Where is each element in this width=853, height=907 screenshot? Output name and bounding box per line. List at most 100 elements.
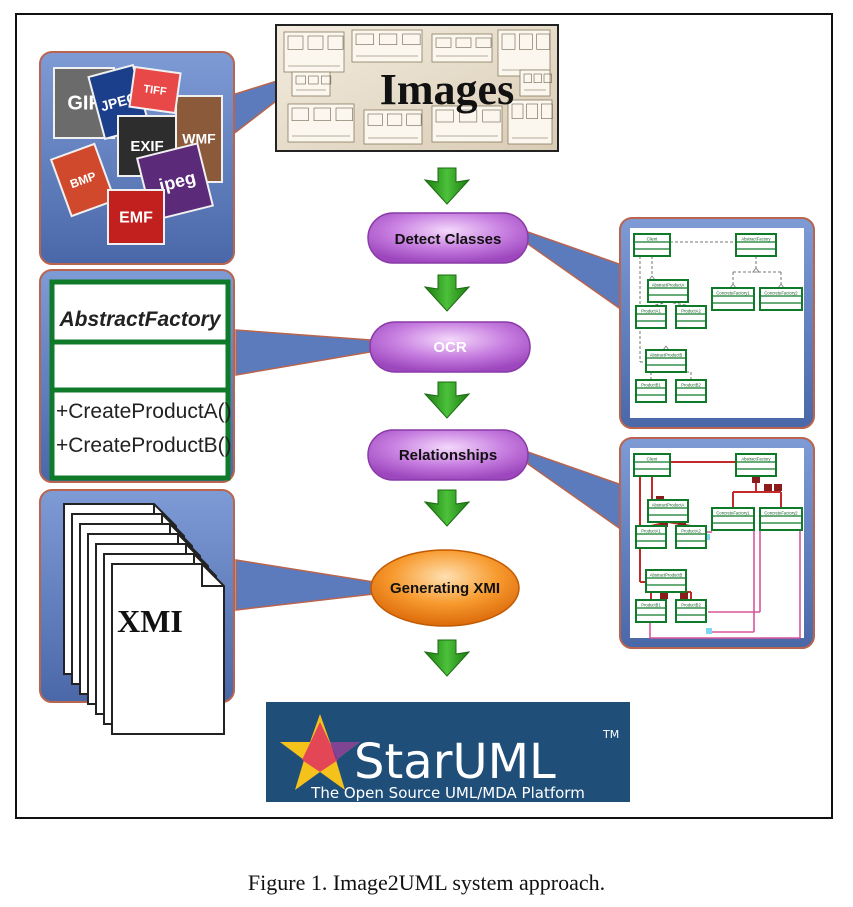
step-ocr-label: OCR [433, 339, 467, 356]
staruml-name: StarUML [354, 734, 556, 790]
uml-class-box [711, 507, 755, 531]
thumbnail-class-box [523, 73, 532, 83]
thumbnail-class-box [379, 33, 398, 45]
diagram-thumbnail [287, 103, 355, 143]
uml-class-box [633, 233, 671, 257]
figure-caption: Figure 1. Image2UML system approach. [247, 870, 606, 895]
uml-class-box [635, 599, 667, 623]
format-tile-label: EXIF [130, 138, 163, 155]
uml-class-box [711, 287, 755, 311]
uml-class-box [675, 525, 707, 549]
uml-class-name: AbstractFactory [741, 457, 771, 462]
thumbnail-class-box [543, 73, 552, 83]
format-tile-label: WMF [182, 131, 216, 147]
thumbnail-class-box [327, 35, 344, 50]
staruml-tagline: The Open Source UML/MDA Platform [310, 784, 585, 802]
thumbnail-class-box [291, 107, 309, 121]
xmi-file-corner [201, 564, 224, 587]
thumbnail-class-box [355, 33, 374, 45]
thumbnail-class-box [526, 103, 538, 119]
step-relationships-label: Relationships [399, 447, 497, 464]
thumbnail-class-box [459, 109, 478, 123]
uml-class-box [635, 379, 667, 403]
uml-class-box [759, 507, 803, 531]
callout-detect-to-uml [527, 230, 623, 312]
uml-class-name: ConcreteFactory1 [716, 291, 750, 296]
uml-class-box [675, 379, 707, 403]
thumbnail-class-box [536, 33, 550, 50]
uml-relation-marker [752, 476, 760, 483]
images-box: Images [275, 24, 559, 152]
uml-class-name: AbstractProductA [652, 503, 685, 508]
uml-class-name: ProductA1 [641, 529, 661, 534]
thumbnail-class-box [295, 75, 306, 85]
uml-class-name: ConcreteFactory1 [716, 511, 750, 516]
diagram-thumbnail [283, 31, 345, 73]
uml-class-name: AbstractFactory [741, 237, 771, 242]
uml-class-box [735, 233, 777, 257]
uml-class-box [675, 305, 707, 329]
thumbnail-class-box [519, 33, 533, 50]
callout-relationships-to-uml [527, 450, 623, 532]
uml-class-box [675, 599, 707, 623]
format-tile-card [128, 65, 182, 115]
xmi-file-stack [63, 503, 225, 735]
uml-relation-marker [660, 592, 668, 599]
uml-class-box [735, 453, 777, 477]
thumbnail-class-box [307, 35, 324, 50]
uml-relation-endpoint [706, 628, 712, 634]
uml-class-name: ProductA2 [681, 529, 701, 534]
step-generating-xmi-label: Generating XMI [390, 580, 500, 597]
uml-class-name: ProductA1 [641, 309, 661, 314]
step-ocr: OCR [369, 321, 531, 373]
thumbnail-class-box [541, 103, 553, 119]
thumbnail-class-box [501, 33, 516, 50]
uml-class-name: ProductB2 [681, 383, 701, 388]
star-icon-accent [302, 722, 338, 772]
uml-inheritance-arrow [752, 267, 760, 273]
thumbnail-class-box [402, 33, 421, 45]
uml-class-name: ProductB2 [681, 603, 701, 608]
thumbnail-class-box [511, 103, 524, 119]
ocr-method-a: +CreateProductA() [56, 400, 232, 423]
uml-relation-marker [660, 520, 668, 527]
diagram-thumbnail [363, 109, 423, 145]
thumbnail-class-box [482, 109, 501, 123]
down-arrow-icon [423, 167, 471, 205]
uml-relation-marker [680, 592, 688, 599]
format-tile-label: EMF [119, 209, 153, 226]
uml-class-name: AbstractProductB [650, 353, 683, 358]
uml-class-name: AbstractProductB [650, 573, 683, 578]
uml-class-box [647, 279, 689, 303]
down-arrow-icon [423, 381, 471, 419]
uml-relation-marker [678, 520, 686, 527]
format-tile: BMP [49, 142, 117, 218]
xmi-file-icon [111, 563, 225, 735]
thumbnail-class-box [435, 37, 452, 48]
uml-class-box [759, 287, 803, 311]
format-tile-label: TIFF [143, 83, 168, 98]
images-title: Images [380, 65, 514, 114]
thumbnail-class-box [367, 113, 383, 126]
thumbnail-class-box [387, 113, 403, 126]
uml-relation-line [667, 301, 692, 307]
diagram-thumbnails [283, 29, 553, 145]
diagram-thumbnail [351, 29, 423, 63]
uml-class-box [647, 499, 689, 523]
ocr-method-b: +CreateProductB() [56, 434, 232, 457]
thumbnail-class-box [533, 73, 542, 83]
step-detect-classes: Detect Classes [367, 212, 529, 264]
figure-frame [15, 13, 833, 819]
diagram-thumbnail [507, 99, 553, 145]
callout-ocr-to-class [235, 329, 371, 376]
down-arrow-icon [423, 274, 471, 312]
format-tile-label: GIF [67, 93, 100, 115]
diagram-thumbnail [519, 69, 551, 97]
uml-class-name: Client [647, 457, 659, 462]
thumbnail-class-box [435, 109, 454, 123]
